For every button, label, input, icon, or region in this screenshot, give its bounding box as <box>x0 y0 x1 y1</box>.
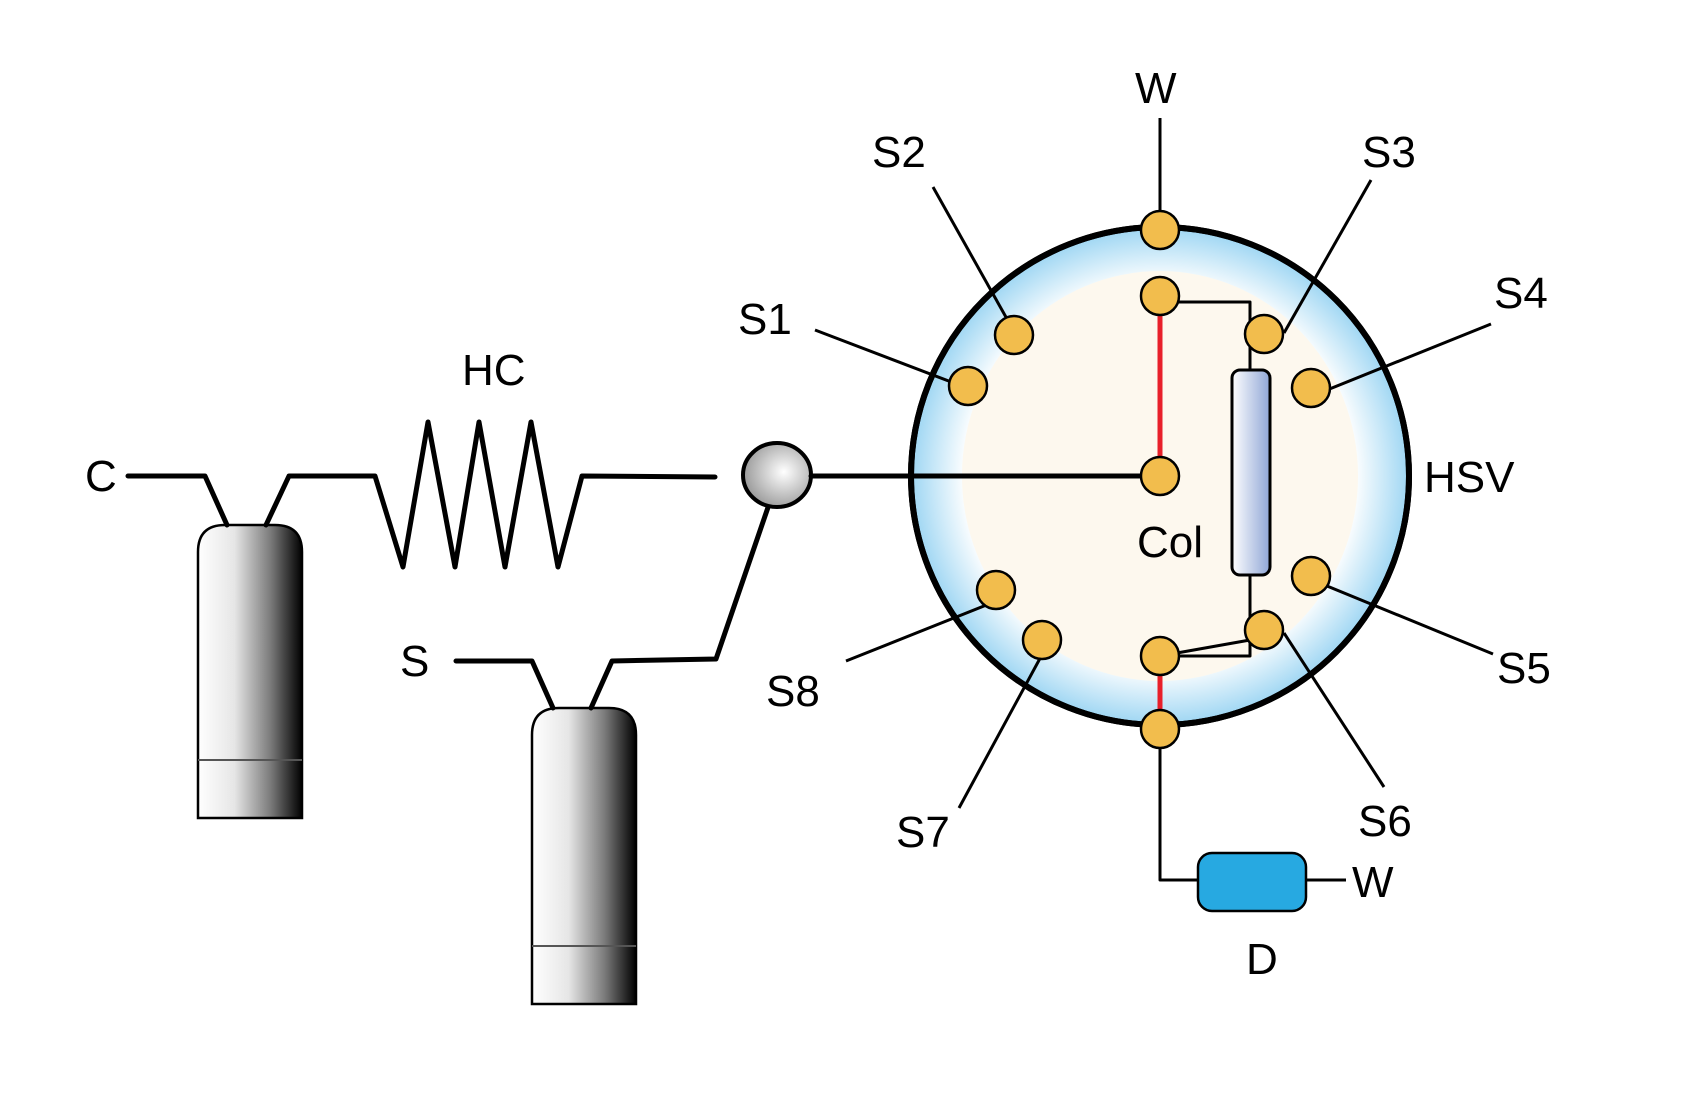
port-s8 <box>975 569 1017 611</box>
port-s6 <box>1243 609 1285 651</box>
label-waste-top: W <box>1135 64 1177 113</box>
label-waste-detector: W <box>1352 858 1394 907</box>
label-heating-coil: HC <box>462 346 526 395</box>
label-detector: D <box>1246 935 1278 984</box>
port-s3 <box>1243 313 1285 355</box>
label-s7: S7 <box>896 808 950 857</box>
heating-coil <box>263 419 718 570</box>
label-column: Col <box>1137 518 1203 567</box>
label-s8: S8 <box>766 667 820 716</box>
port-inner-top <box>1139 275 1181 317</box>
port-s4 <box>1290 367 1332 409</box>
sample-line <box>453 658 556 711</box>
port-center <box>1139 455 1181 497</box>
port-s2 <box>993 314 1035 356</box>
column-loop-bottom <box>1160 560 1252 658</box>
label-hsv: HSV <box>1424 453 1515 502</box>
label-s1: S1 <box>738 295 792 344</box>
port-inner-bottom <box>1139 635 1181 677</box>
port-waste <box>1139 209 1181 251</box>
label-s5: S5 <box>1497 644 1551 693</box>
port-detector <box>1139 708 1181 750</box>
detector <box>1196 851 1308 913</box>
detector-line <box>1158 748 1198 882</box>
port-lines <box>814 118 1494 809</box>
label-s6: S6 <box>1358 797 1412 846</box>
label-s3: S3 <box>1362 128 1416 177</box>
label-s2: S2 <box>872 128 926 177</box>
port-s7 <box>1021 619 1063 661</box>
carrier-bottle <box>196 523 304 820</box>
column <box>1230 368 1272 577</box>
label-sample: S <box>400 637 429 686</box>
sample-bottle <box>530 706 638 1006</box>
label-carrier: C <box>85 452 117 501</box>
sample-to-mixer-line <box>588 481 779 711</box>
carrier-line <box>125 473 230 528</box>
label-s4: S4 <box>1494 269 1548 318</box>
port-s5 <box>1290 555 1332 597</box>
mixing-tee <box>741 441 813 509</box>
port-s1 <box>947 365 989 407</box>
